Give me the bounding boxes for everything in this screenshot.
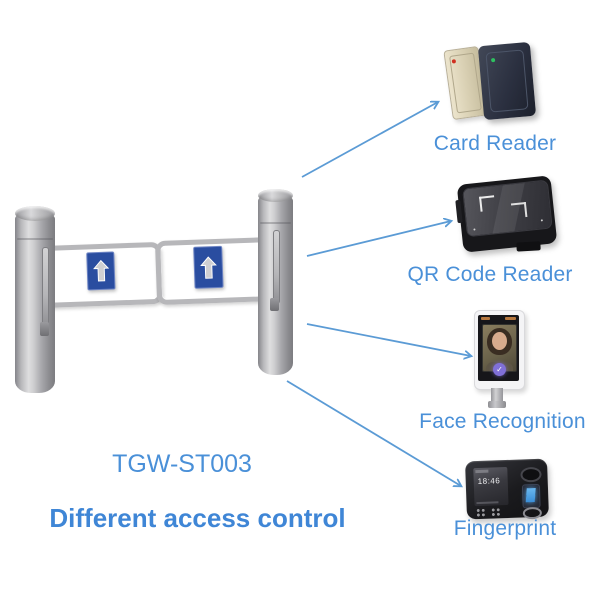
right-pillar-seam	[260, 222, 291, 224]
status-bar-element	[505, 317, 516, 320]
speaker-icon	[520, 466, 542, 483]
checkmark-badge-icon: ✓	[493, 363, 506, 376]
qr-corner-bracket-icon	[479, 195, 496, 212]
right-gate-arm	[154, 236, 278, 306]
left-pillar	[15, 213, 55, 393]
card-reader-black-unit	[477, 41, 537, 121]
model-number: TGW-ST003	[112, 450, 252, 478]
right-gate-direction-sign	[193, 245, 224, 289]
keypad-icon	[490, 507, 501, 517]
card-reader-label: Card Reader	[433, 132, 557, 155]
left-gate-direction-sign	[86, 251, 116, 291]
qr-side-tab	[455, 199, 463, 224]
left-pillar-seam	[17, 238, 53, 240]
face-recognition-pole-base	[488, 401, 506, 408]
screen-footer-strip	[476, 501, 499, 505]
keypad-icon	[475, 507, 486, 518]
arrow-to-face-recognition	[306, 323, 471, 356]
fingerprint-label: Fingerprint	[453, 517, 557, 540]
left-pillar-cap	[15, 206, 55, 221]
face-recognition-label: Face Recognition	[419, 410, 586, 433]
qr-corner-bracket-icon	[510, 201, 528, 219]
qr-scanner-window	[462, 179, 553, 238]
fingerprint-unit: 18:46	[465, 458, 549, 520]
face-recognition-pole	[491, 388, 503, 403]
qr-reader-foot	[515, 241, 541, 252]
face-recognition-screen: ✓	[478, 315, 519, 381]
screen-time: 18:46	[477, 476, 501, 487]
right-pillar-slot	[273, 230, 280, 304]
face-shape	[492, 332, 507, 350]
left-pillar-hinge	[40, 322, 49, 336]
fingerprint-sensor	[521, 483, 541, 509]
arrow-to-qr-code-reader	[306, 221, 451, 257]
qr-code-reader-label: QR Code Reader	[407, 263, 573, 286]
qr-indicator-dot	[540, 219, 543, 222]
up-arrow-icon	[92, 260, 109, 282]
left-pillar-slot	[42, 247, 49, 327]
qr-indicator-dot	[473, 228, 476, 231]
left-gate-arm	[36, 241, 164, 309]
face-recognition-unit: ✓	[474, 310, 525, 390]
fingerprint-screen: 18:46	[473, 466, 509, 507]
qr-code-reader-unit	[455, 175, 558, 253]
status-bar-element	[481, 317, 490, 320]
sensor-blue-light	[525, 487, 536, 503]
right-pillar-hinge	[270, 298, 279, 311]
screen-header-strip	[475, 469, 489, 474]
right-pillar-cap	[258, 189, 293, 202]
page-title: Different access control	[49, 503, 346, 533]
up-arrow-icon	[199, 256, 217, 279]
